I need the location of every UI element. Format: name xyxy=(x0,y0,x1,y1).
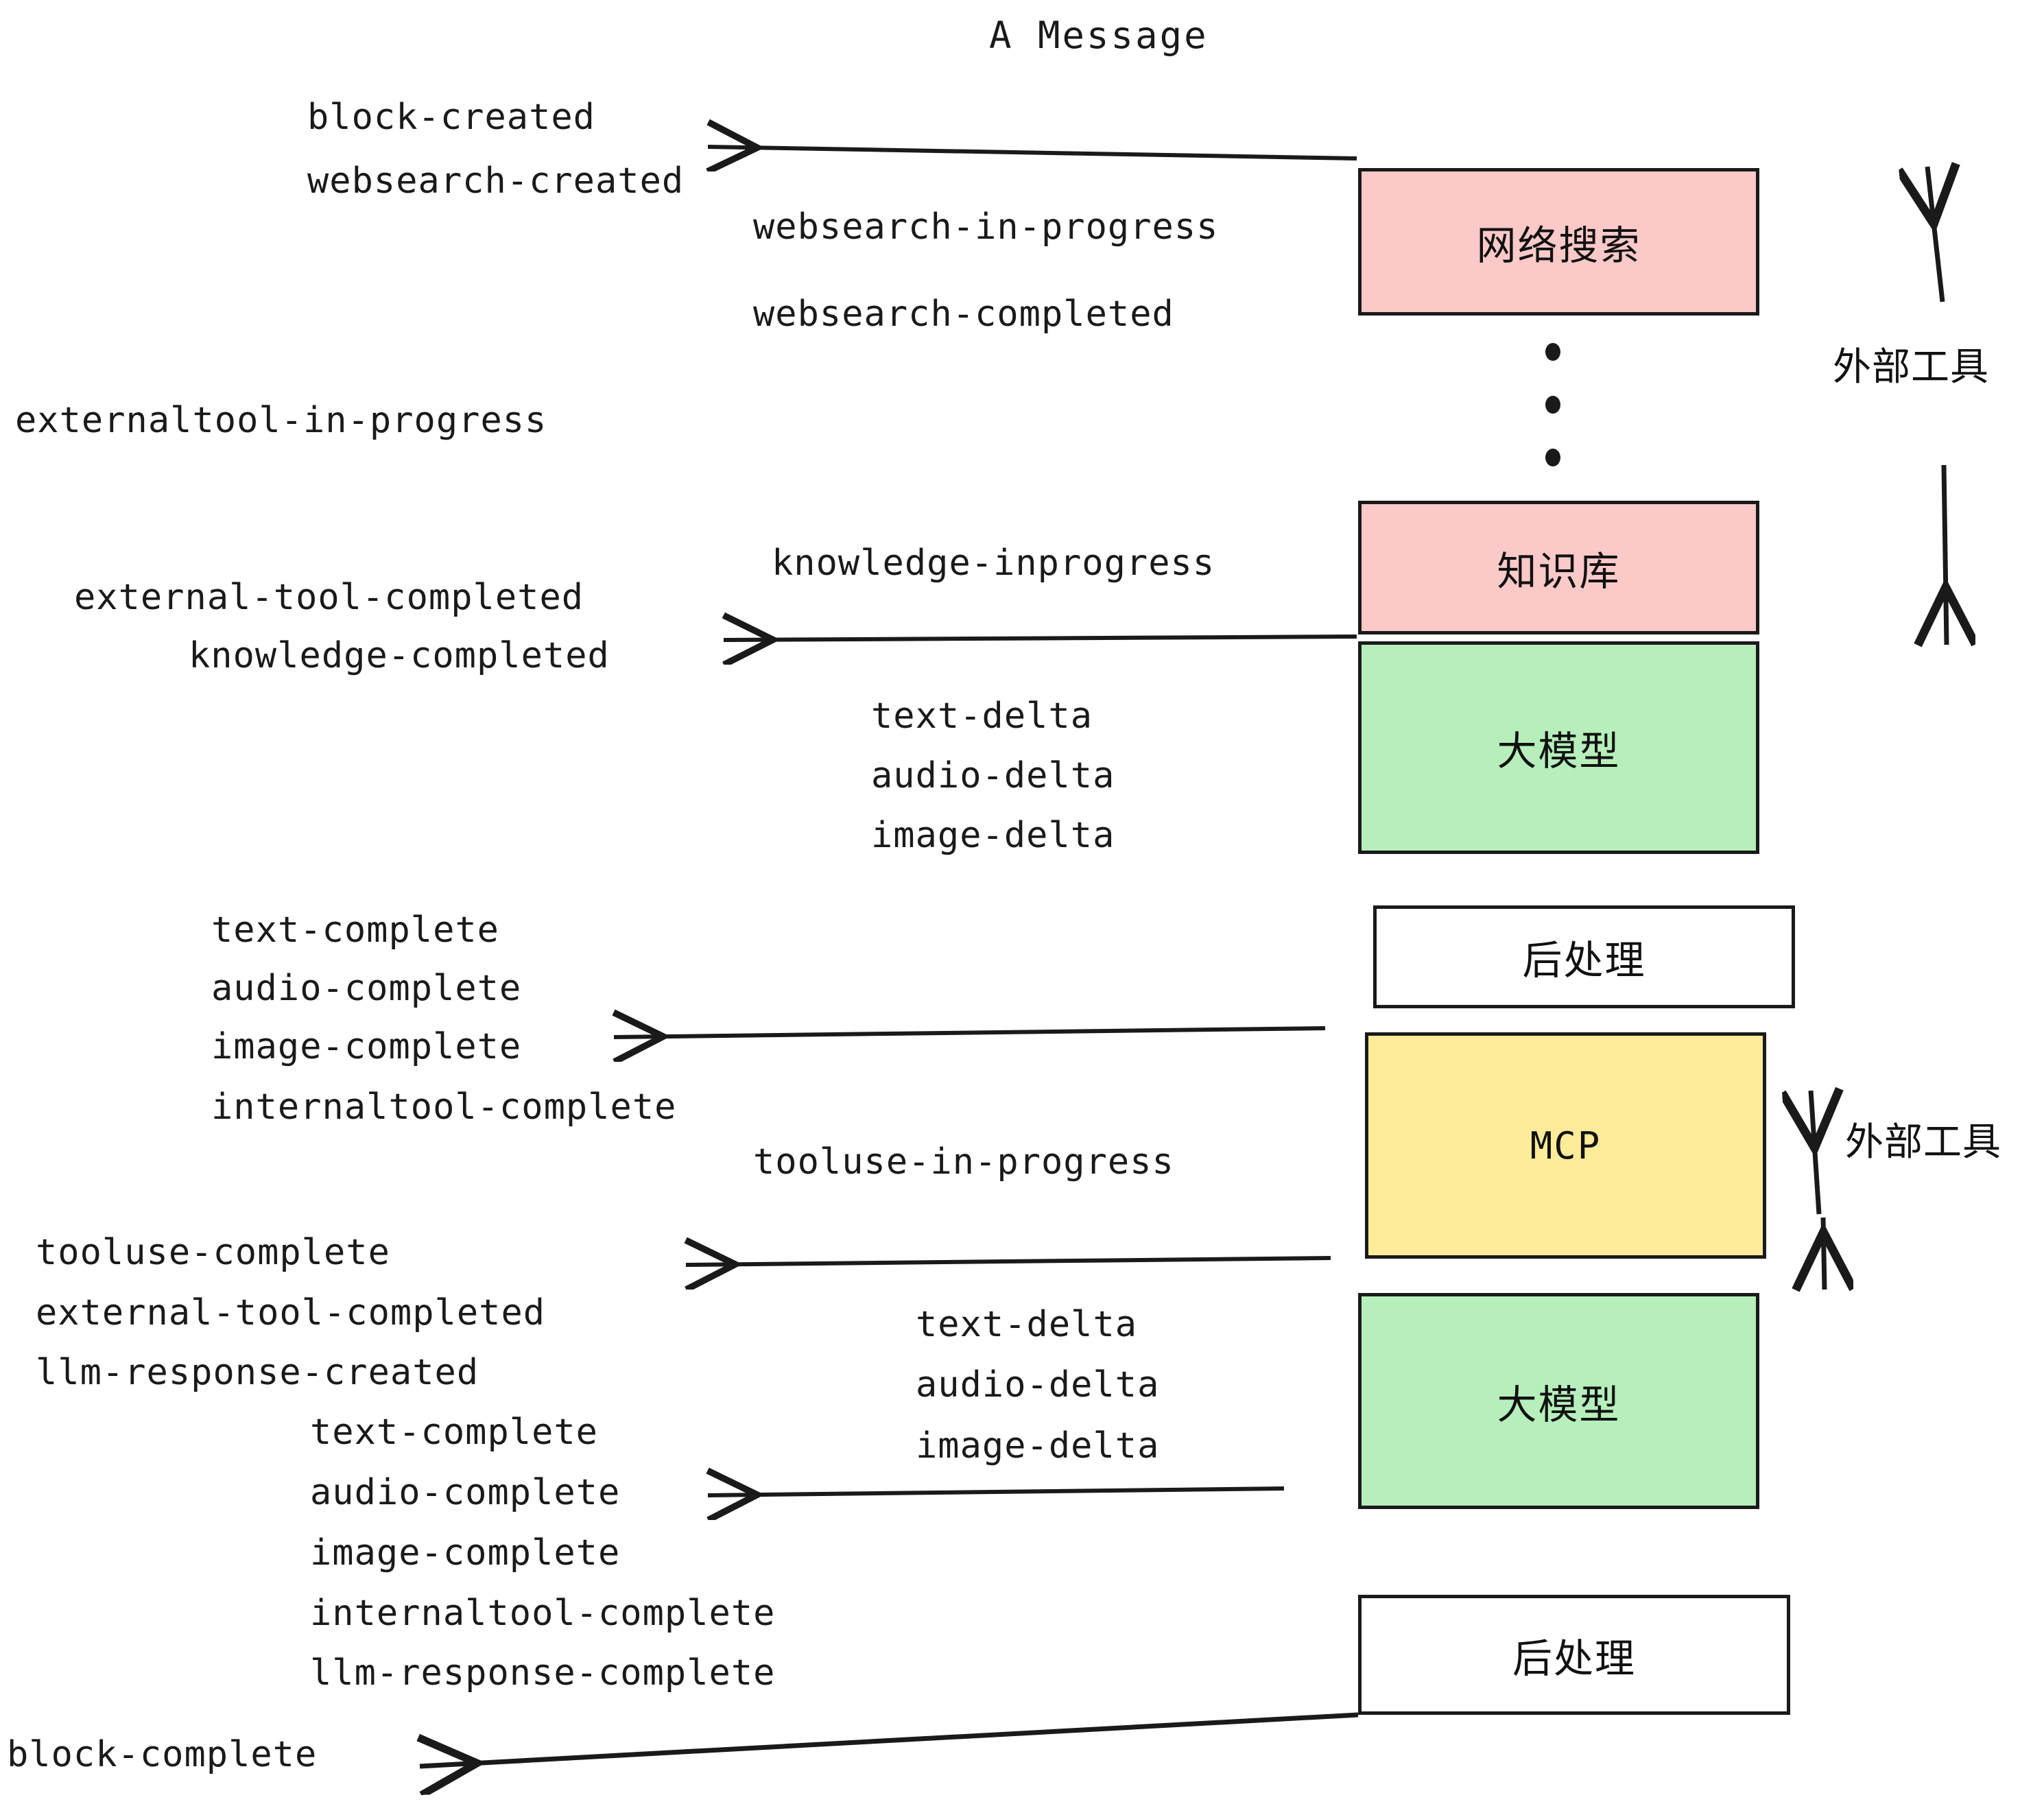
event-image-complete-1: image-complete xyxy=(211,1026,522,1067)
ellipsis-dot xyxy=(1545,396,1560,414)
event-image-delta-2: image-delta xyxy=(916,1425,1160,1467)
event-external-tool-completed-2: external-tool-completed xyxy=(36,1292,546,1333)
node-llm-second-label: 大模型 xyxy=(1497,1381,1621,1428)
event-text-complete-2: text-complete xyxy=(310,1412,598,1453)
arrow-postprocess-to-imagecomplete xyxy=(614,1028,1326,1037)
arrow-external-tool-bottom-up xyxy=(1811,1091,1819,1215)
event-block-created: block-created xyxy=(307,97,595,138)
label-external-tool-top: 外部工具 xyxy=(1833,345,1989,390)
node-postprocess-first[interactable]: 后处理 xyxy=(1373,905,1795,1008)
event-block-complete: block-complete xyxy=(7,1734,318,1775)
node-llm-first[interactable]: 大模型 xyxy=(1358,641,1759,854)
event-websearch-created: websearch-created xyxy=(307,161,685,202)
vertical-ellipsis xyxy=(1545,343,1561,466)
event-websearch-in-progress: websearch-in-progress xyxy=(753,206,1219,248)
arrow-websearch-to-blockcreated xyxy=(708,147,1357,158)
event-internaltool-complete-2: internaltool-complete xyxy=(310,1593,776,1634)
arrow-external-tool-top-down xyxy=(1944,464,1947,645)
event-audio-delta-1: audio-delta xyxy=(871,755,1115,796)
event-text-delta-2: text-delta xyxy=(916,1304,1138,1345)
node-mcp[interactable]: MCP xyxy=(1365,1032,1766,1259)
node-llm-second[interactable]: 大模型 xyxy=(1358,1293,1759,1509)
node-websearch[interactable]: 网络搜索 xyxy=(1358,168,1759,316)
arrow-postprocess2-to-blockcomplete xyxy=(420,1712,1359,1766)
node-postprocess-second[interactable]: 后处理 xyxy=(1358,1595,1790,1715)
node-websearch-label: 网络搜索 xyxy=(1476,222,1641,269)
event-llm-response-complete: llm-response-complete xyxy=(310,1652,776,1694)
event-knowledge-inprogress: knowledge-inprogress xyxy=(772,543,1215,584)
node-knowledge[interactable]: 知识库 xyxy=(1358,501,1759,634)
event-tooluse-in-progress: tooluse-in-progress xyxy=(753,1141,1174,1183)
event-knowledge-completed: knowledge-completed xyxy=(189,635,610,676)
event-image-delta-1: image-delta xyxy=(871,815,1115,856)
arrow-mcp-to-tooluse-complete xyxy=(686,1258,1331,1265)
node-postprocess-second-label: 后处理 xyxy=(1512,1635,1636,1682)
event-text-delta-1: text-delta xyxy=(871,696,1093,737)
arrow-external-tool-bottom-down xyxy=(1823,1217,1825,1290)
page-title: A Message xyxy=(989,14,1209,57)
ellipsis-dot xyxy=(1545,343,1560,361)
node-llm-first-label: 大模型 xyxy=(1497,728,1621,774)
event-tooluse-complete: tooluse-complete xyxy=(36,1232,390,1273)
event-audio-complete-2: audio-complete xyxy=(310,1472,621,1513)
arrow-knowledge-to-knowledgecompleted xyxy=(724,637,1357,640)
node-mcp-label: MCP xyxy=(1530,1124,1602,1167)
node-knowledge-label: 知识库 xyxy=(1497,547,1621,595)
ellipsis-dot xyxy=(1545,449,1560,466)
arrow-llm2-to-audiocomplete xyxy=(708,1488,1285,1495)
event-llm-response-created: llm-response-created xyxy=(36,1352,479,1393)
arrow-external-tool-top-up xyxy=(1927,167,1942,302)
event-audio-delta-2: audio-delta xyxy=(916,1364,1160,1405)
event-external-tool-completed-1: external-tool-completed xyxy=(74,577,584,618)
event-image-complete-2: image-complete xyxy=(310,1532,621,1574)
event-audio-complete-1: audio-complete xyxy=(211,968,522,1009)
event-websearch-completed: websearch-completed xyxy=(753,294,1174,335)
label-external-tool-bottom: 外部工具 xyxy=(1845,1120,2001,1165)
node-postprocess-first-label: 后处理 xyxy=(1522,937,1646,984)
event-text-complete-1: text-complete xyxy=(211,910,499,951)
event-externaltool-in-progress: externaltool-in-progress xyxy=(15,400,547,441)
event-internaltool-complete-1: internaltool-complete xyxy=(211,1087,677,1128)
